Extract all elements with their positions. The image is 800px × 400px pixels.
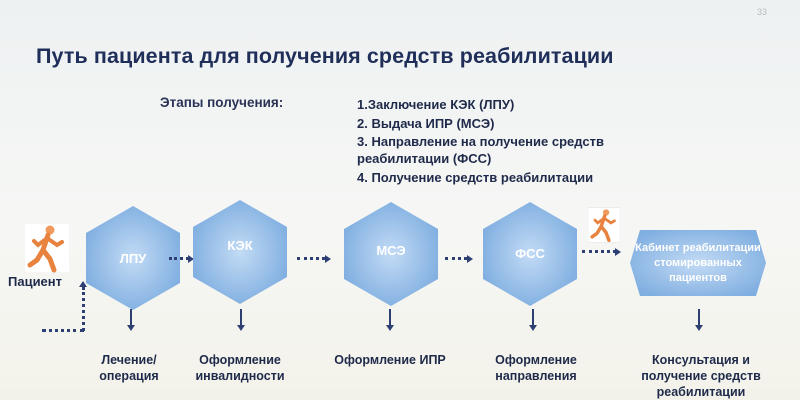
- stage-item: 2. Выдача ИПР (МСЭ): [357, 116, 495, 131]
- office-caption: Консультация и получение средств реабили…: [641, 353, 761, 399]
- walking-person-icon: [587, 206, 621, 249]
- down-arrow-icon: [529, 309, 537, 331]
- stage-item: 4. Получение средств реабилитации: [357, 170, 594, 185]
- arrowhead-icon: [467, 255, 473, 263]
- slide-number: 33: [757, 7, 768, 17]
- feedback-connector: [82, 287, 85, 331]
- flow-connector: [582, 250, 616, 253]
- stages-label: Этапы получения:: [160, 95, 284, 110]
- patient-label: Пациент: [8, 274, 63, 289]
- flow-connector: [445, 257, 467, 260]
- office-label: Кабинет реабилитации стомированных пацие…: [635, 241, 761, 284]
- stage-item: 1.Заключение КЭК (ЛПУ): [357, 97, 515, 112]
- arrowhead-icon: [188, 255, 194, 263]
- flow-connector: [169, 257, 189, 260]
- down-arrow-icon: [386, 309, 394, 331]
- node-caption: Оформление инвалидности: [195, 353, 285, 383]
- node-label: КЭК: [227, 237, 253, 253]
- node-label: ЛПУ: [119, 250, 147, 266]
- node-mse: МСЭ: [342, 200, 440, 308]
- stage-item: 3. Направление на получение средств реаб…: [357, 134, 604, 166]
- node-lpu: ЛПУ: [84, 204, 182, 312]
- node-kek: КЭК: [191, 198, 289, 306]
- node-caption: Оформление ИПР: [334, 353, 446, 367]
- node-caption: Оформление направления: [495, 353, 577, 383]
- down-arrow-icon: [695, 309, 703, 331]
- arrowhead-icon: [79, 281, 87, 287]
- arrowhead-icon: [325, 255, 331, 263]
- down-arrow-icon: [237, 309, 245, 331]
- down-arrow-icon: [127, 309, 135, 331]
- node-label: ФСС: [515, 245, 545, 261]
- node-fss: ФСС: [481, 200, 579, 308]
- node-label: МСЭ: [376, 242, 406, 258]
- page-title: Путь пациента для получения средств реаб…: [36, 44, 614, 68]
- flow-connector: [297, 257, 325, 260]
- node-caption: Лечение/ операция: [99, 353, 159, 383]
- node-rehab-office: Кабинет реабилитации стомированных пацие…: [628, 228, 768, 298]
- walking-person-icon: [23, 222, 71, 278]
- arrowhead-icon: [615, 248, 621, 256]
- stages-list: 1.Заключение КЭК (ЛПУ) 2. Выдача ИПР (МС…: [357, 95, 687, 187]
- feedback-connector: [42, 329, 84, 332]
